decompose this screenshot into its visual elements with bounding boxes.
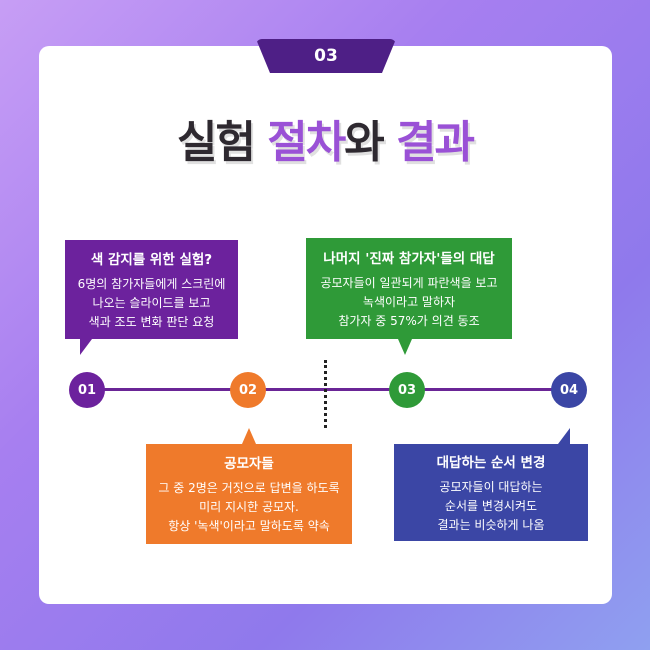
- step-4-line-1: 공모자들이 대답하는: [439, 479, 543, 494]
- step-2-line-1: 그 중 2명은 거짓으로 답변을 하도록: [158, 481, 340, 495]
- step-1-box: 색 감지를 위한 실험? 6명의 참가자들에게 스크린에 나오는 슬라이드를 보…: [65, 240, 238, 339]
- step-2-title: 공모자들: [224, 456, 274, 472]
- page-title: 실험 절차와 결과: [0, 106, 650, 170]
- step-1-title: 색 감지를 위한 실험?: [90, 251, 213, 268]
- step-1-line-1: 6명의 참가자들에게 스크린에: [77, 276, 226, 291]
- step-1-line-2: 나오는 슬라이드를 보고: [92, 295, 211, 310]
- section-number-badge: 03: [256, 39, 396, 73]
- step-2-box: 공모자들 그 중 2명은 거짓으로 답변을 하도록 미리 지시한 공모자. 항상…: [146, 444, 352, 544]
- step-4-line-2: 순서를 변경시켜도: [444, 498, 538, 513]
- step-3-title: 나머지 '진짜 참가자'들의 대답: [323, 250, 495, 267]
- step-1-line-3: 색과 조도 변화 판단 요청: [88, 314, 215, 329]
- step-2-node: 02: [230, 372, 266, 408]
- step-4-node: 04: [551, 372, 587, 408]
- title-part-1: 실험: [176, 117, 268, 168]
- title-part-3: 와: [344, 117, 397, 168]
- title-part-4: 결과: [396, 117, 475, 168]
- step-4-box: 대답하는 순서 변경 공모자들이 대답하는 순서를 변경시켜도 결과는 비슷하게…: [394, 444, 588, 541]
- step-3-line-1: 공모자들이 일관되게 파란색을 보고: [320, 275, 498, 290]
- step-4-line-3: 결과는 비슷하게 나옴: [437, 517, 545, 532]
- timeline-line: [87, 388, 569, 391]
- step-1-pointer: [80, 339, 92, 355]
- step-1-node: 01: [69, 372, 105, 408]
- step-2-pointer: [242, 428, 256, 444]
- step-4-title: 대답하는 순서 변경: [436, 454, 546, 471]
- step-2-line-2: 미리 지시한 공모자.: [199, 500, 299, 514]
- step-3-line-2: 녹색이라고 말하자: [362, 294, 456, 309]
- step-3-node: 03: [389, 372, 425, 408]
- timeline-divider: [324, 360, 327, 428]
- step-3-box: 나머지 '진짜 참가자'들의 대답 공모자들이 일관되게 파란색을 보고 녹색이…: [306, 238, 512, 339]
- title-part-2: 절차: [267, 117, 346, 168]
- step-3-line-3: 참가자 중 57%가 의견 동조: [338, 313, 480, 328]
- step-3-pointer: [398, 339, 412, 355]
- step-2-line-3: 항상 '녹색'이라고 말하도록 약속: [168, 519, 330, 533]
- step-4-pointer: [558, 428, 570, 444]
